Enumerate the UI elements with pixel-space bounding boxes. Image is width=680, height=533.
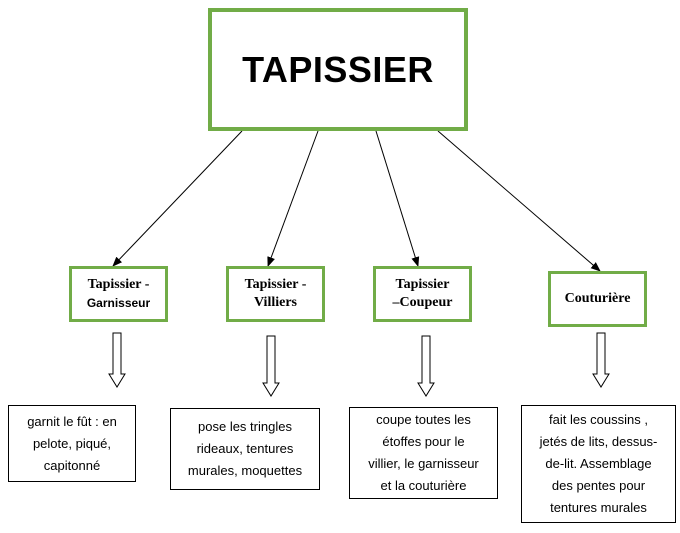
description-line: capitonné (43, 457, 101, 473)
description-line: étoffes pour le (382, 434, 465, 449)
description-line: et la couturière (380, 478, 467, 493)
description-line: pelote, piqué, (32, 435, 112, 451)
description-line: garnit le fût : en (27, 413, 117, 429)
block-arrow-villiers (262, 335, 280, 397)
description-line: rideaux, tentures (196, 441, 294, 456)
block-arrow-coupeur (417, 335, 435, 397)
connector-arrow-villiers (267, 130, 319, 267)
description-box-coupeur: coupe toutes les étoffes pour le villier… (349, 407, 498, 499)
main-title: TAPISSIER (242, 48, 434, 90)
role-box-coupeur: Tapissier –Coupeur (373, 266, 472, 322)
role-name-line2: Garnisseur (86, 296, 151, 310)
description-box-garnisseur: garnit le fût : en pelote, piqué, capito… (8, 405, 136, 482)
description-line: tentures murales (550, 500, 647, 515)
description-line: des pentes pour (551, 478, 646, 493)
description-line: murales, moquettes (187, 463, 303, 478)
role-name-line1: Tapissier (395, 277, 450, 292)
description-box-villiers: pose les tringles rideaux, tentures mura… (170, 408, 320, 490)
role-name-line1: Tapissier - (87, 277, 150, 292)
role-box-villiers: Tapissier - Villiers (226, 266, 325, 322)
role-name-line2: Villiers (253, 295, 297, 310)
connector-arrow-coupeur (375, 130, 420, 267)
role-box-couturiere: Couturière (548, 271, 647, 327)
role-name-line2: –Coupeur (392, 295, 453, 310)
description-line: de-lit. Assemblage (545, 456, 652, 471)
connector-arrow-garnisseur (112, 130, 243, 267)
description-box-couturiere: fait les coussins , jetés de lits, dessu… (521, 405, 676, 523)
block-arrow-garnisseur (108, 332, 126, 388)
description-line: coupe toutes les (376, 412, 471, 427)
description-line: villier, le garnisseur (368, 456, 479, 471)
role-name-line1: Couturière (564, 291, 631, 306)
role-box-garnisseur: Tapissier - Garnisseur (69, 266, 168, 322)
role-name-line1: Tapissier - (244, 277, 307, 292)
main-title-box: TAPISSIER (208, 8, 468, 131)
description-line: fait les coussins , (549, 412, 648, 427)
description-line: jetés de lits, dessus- (539, 434, 658, 449)
description-line: pose les tringles (198, 419, 292, 434)
connector-arrow-couturiere (437, 130, 601, 272)
block-arrow-couturiere (592, 332, 610, 388)
